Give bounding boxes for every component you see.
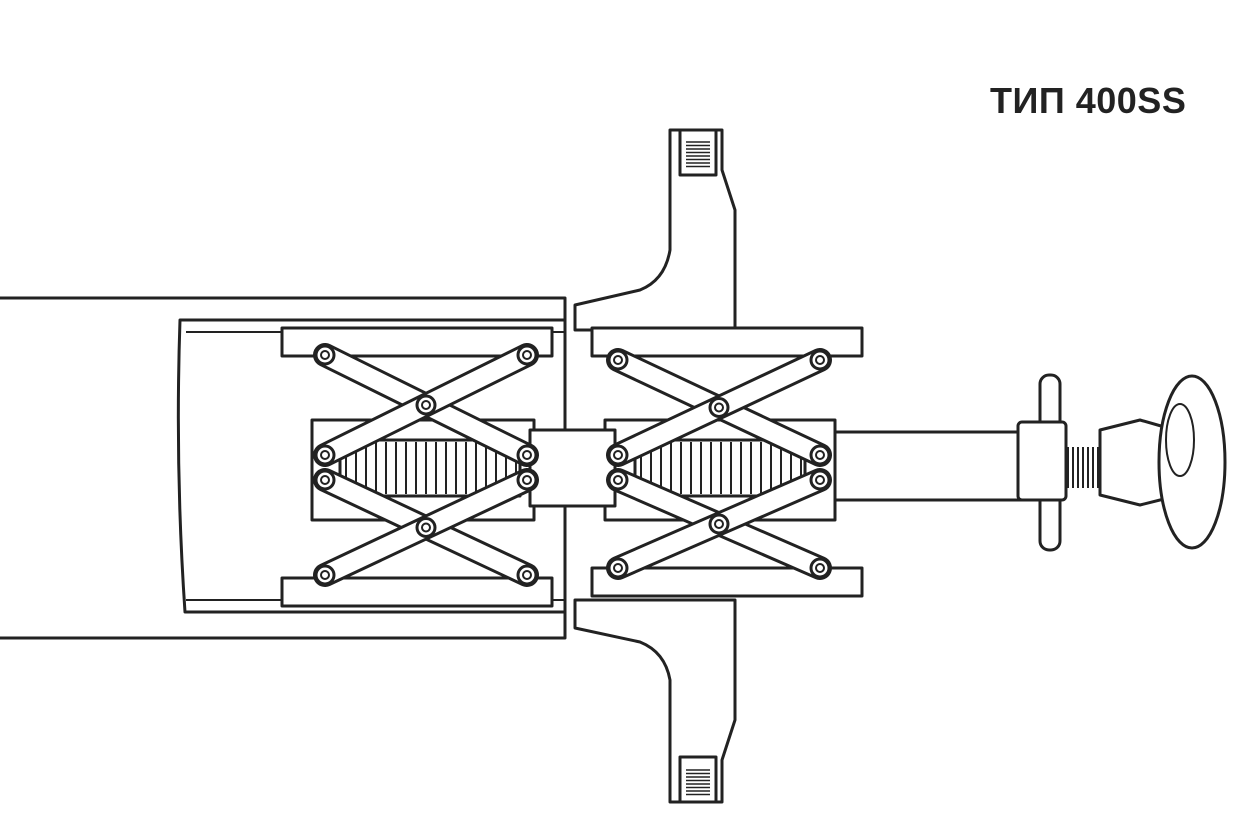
pivot-hole — [320, 350, 330, 360]
pivot-hole — [320, 570, 330, 580]
model-label: ТИП 400SS — [990, 80, 1187, 121]
pivot-hole — [815, 355, 825, 365]
pivot-hole — [613, 475, 623, 485]
pivot-hole — [320, 475, 330, 485]
pivot-hole — [613, 355, 623, 365]
pivot-hole — [522, 350, 532, 360]
scissor-links — [313, 343, 832, 587]
pivot-hole — [613, 450, 623, 460]
pivot-hole — [714, 402, 724, 413]
flange-bottom — [573, 598, 737, 804]
pivot-hole — [522, 475, 532, 485]
actuator — [833, 373, 1170, 552]
pivot-hole — [714, 519, 724, 529]
pivot-hole — [421, 400, 431, 410]
pivot-hole — [522, 450, 532, 460]
pivot-hole — [613, 563, 623, 573]
pivot-hole — [815, 475, 825, 485]
pivot-hole — [421, 522, 431, 533]
pivot-hole — [815, 450, 825, 460]
center-shaft — [528, 428, 617, 508]
pivot-hole — [522, 570, 532, 580]
pivot-hole — [320, 450, 330, 460]
pivot-hole — [815, 563, 825, 573]
flange-top — [573, 128, 737, 332]
handwheel — [1157, 374, 1227, 550]
